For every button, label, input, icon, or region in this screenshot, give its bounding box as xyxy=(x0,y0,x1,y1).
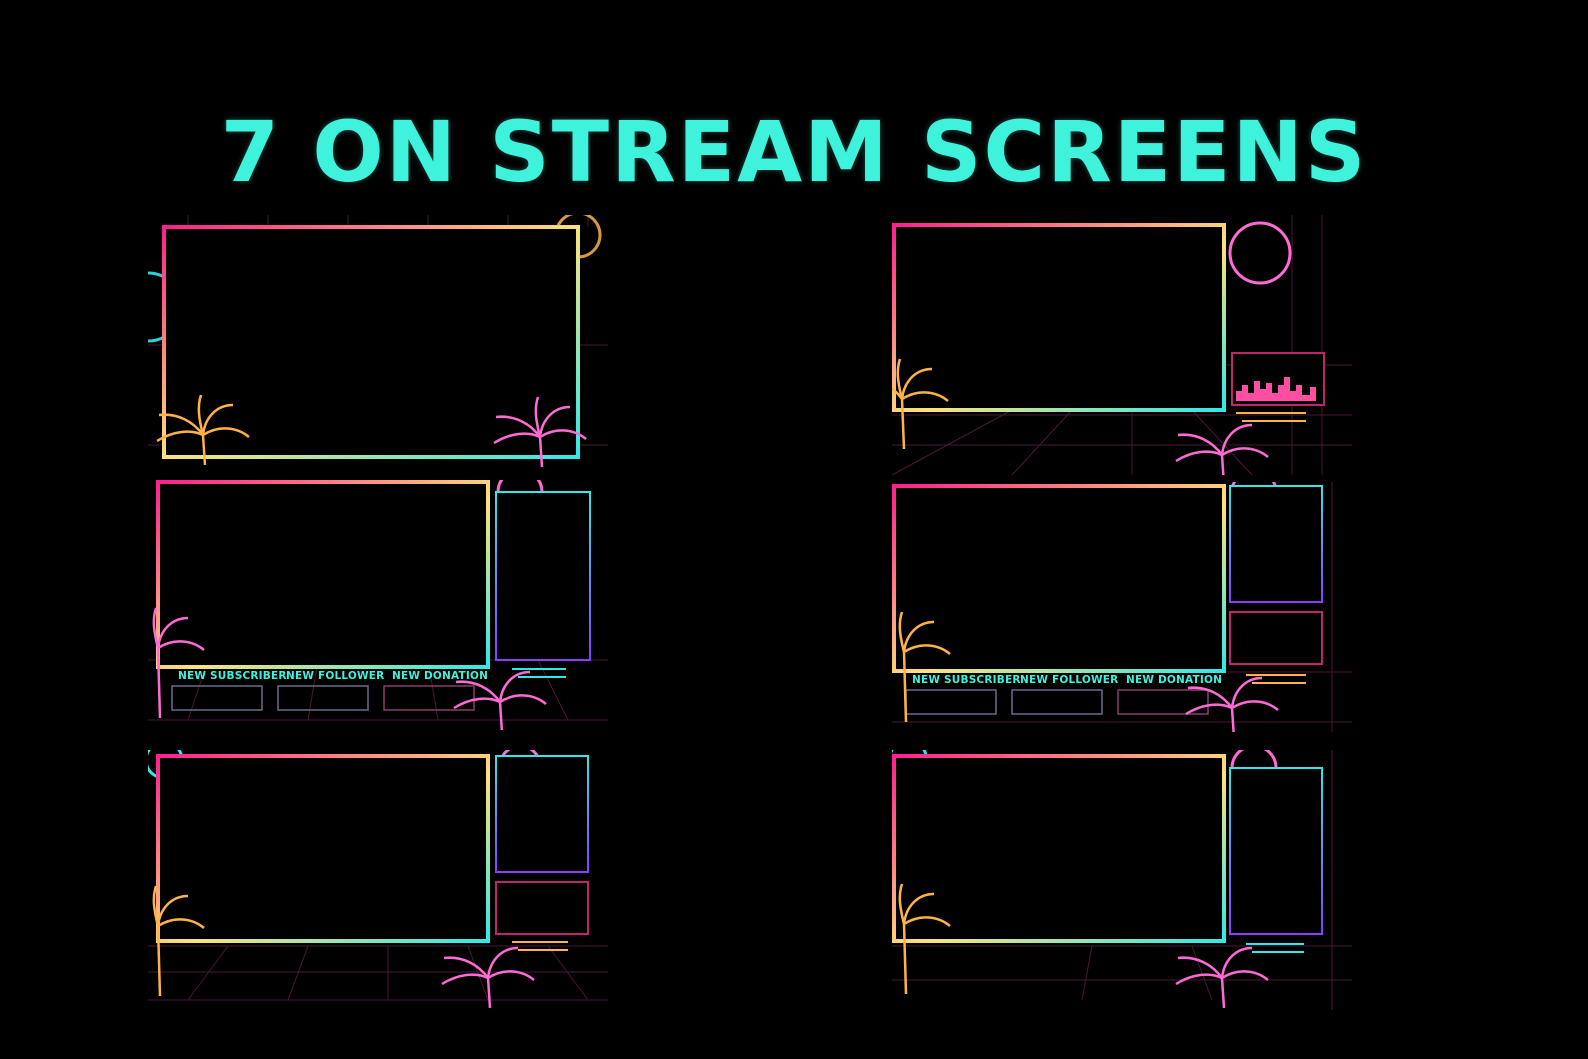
camera-frame xyxy=(892,754,1226,943)
screen-2-overlay xyxy=(892,215,1352,475)
chat-panel xyxy=(495,491,591,661)
screen-3-overlay: NEW SUBSCRIBER NEW FOLLOWER NEW DONATION xyxy=(148,480,608,730)
palm-icon xyxy=(453,670,547,730)
camera-frame xyxy=(156,480,490,669)
alert-box xyxy=(277,685,369,711)
palm-icon xyxy=(156,394,250,466)
palm-icon xyxy=(493,396,587,468)
palm-icon xyxy=(892,358,949,450)
new-donation-label: NEW DONATION xyxy=(392,670,489,682)
new-donation-label: NEW DONATION xyxy=(1126,674,1223,686)
palm-icon xyxy=(1185,676,1279,732)
new-subscriber-label: NEW SUBSCRIBER xyxy=(178,670,287,682)
camera-frame xyxy=(156,754,490,943)
side-panel-top xyxy=(1229,485,1323,603)
neon-circle xyxy=(1228,221,1292,285)
screen-5-overlay xyxy=(148,750,608,1009)
new-follower-label: NEW FOLLOWER xyxy=(286,670,385,682)
camera-frame xyxy=(892,223,1226,412)
skyline-icon xyxy=(1236,377,1316,401)
screen-6-overlay xyxy=(892,750,1352,1010)
palm-icon xyxy=(441,946,535,1009)
screen-4-overlay: NEW SUBSCRIBER NEW FOLLOWER NEW DONATION xyxy=(892,482,1352,732)
palm-icon xyxy=(1175,946,1269,1009)
screen-6-grid xyxy=(892,750,1352,1010)
tall-side-panel xyxy=(1229,767,1323,935)
alert-box xyxy=(1011,689,1103,715)
screen-1-overlay xyxy=(148,215,608,468)
new-subscriber-label: NEW SUBSCRIBER xyxy=(912,674,1021,686)
palm-icon xyxy=(152,607,205,719)
screen-5-grid xyxy=(148,945,608,1001)
palm-icon xyxy=(152,885,205,997)
palm-icon xyxy=(898,883,951,995)
camera-frame xyxy=(892,484,1226,673)
alert-box xyxy=(383,685,475,711)
palm-icon xyxy=(898,611,951,723)
palm-icon xyxy=(1175,423,1269,475)
alert-box xyxy=(171,685,263,711)
new-follower-label: NEW FOLLOWER xyxy=(1020,674,1119,686)
alert-box xyxy=(905,689,997,715)
camera-frame xyxy=(162,225,580,459)
side-panel-bottom xyxy=(1229,611,1323,665)
side-panel-bottom xyxy=(495,881,589,935)
side-panel-top xyxy=(495,755,589,873)
page-title: 7 ON STREAM SCREENS xyxy=(220,103,1368,201)
alert-box xyxy=(1117,689,1209,715)
